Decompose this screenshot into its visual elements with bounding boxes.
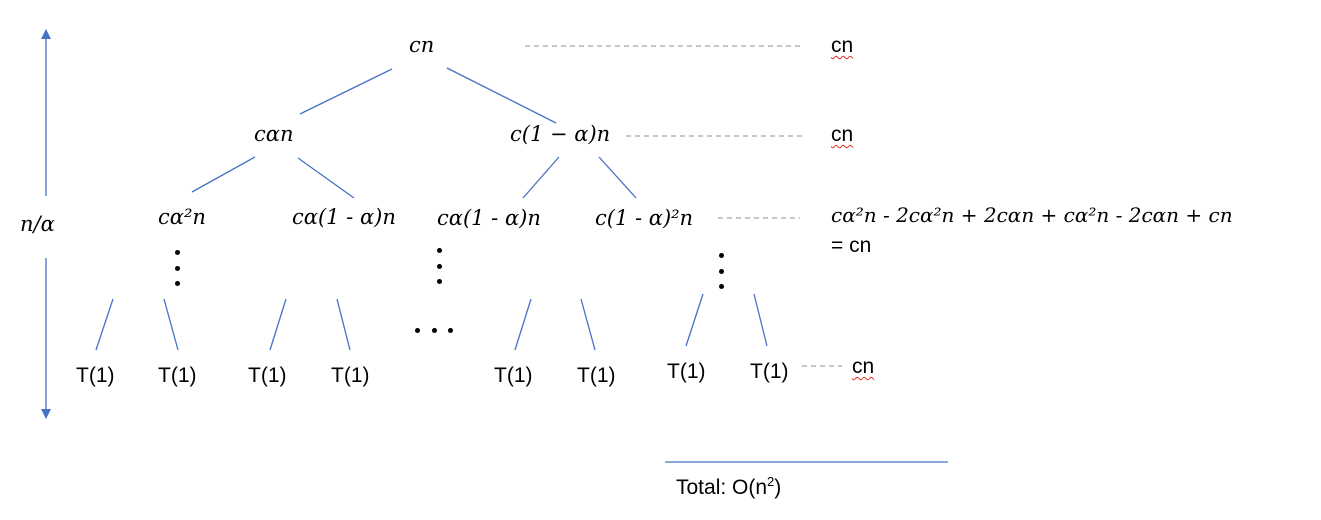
leaf-node: T(1) <box>577 364 616 387</box>
leaf-edge <box>269 298 287 351</box>
vertical-ellipsis-icon <box>174 250 180 286</box>
edge-left-left <box>191 156 256 193</box>
edge-right-right <box>598 156 637 199</box>
leaf-node: T(1) <box>331 364 370 387</box>
total-suffix: ) <box>774 476 782 499</box>
leaf-edge <box>514 298 532 351</box>
level2-sum-expression: cα²n - 2cα²n + 2cαn + cα²n - 2cαn + cn <box>831 203 1233 227</box>
level1-right-node: c(1 − α)n <box>510 122 611 146</box>
leaf-node: T(1) <box>750 360 789 383</box>
leaf-edge <box>685 293 704 347</box>
level1-left-node: cαn <box>254 122 294 146</box>
total-exponent: 2 <box>767 474 775 489</box>
edge-root-right <box>446 67 557 124</box>
level2-node: cα(1 - α)n <box>292 205 396 229</box>
leaves-sum: cn <box>852 355 875 378</box>
leaf-node: T(1) <box>158 364 197 387</box>
level1-sum: cn <box>831 123 854 146</box>
leaf-edge <box>580 298 596 351</box>
edge-root-left <box>299 68 393 115</box>
leaf-edge <box>163 298 179 351</box>
horizontal-ellipsis-icon <box>415 327 453 333</box>
root-node: cn <box>409 33 435 57</box>
level2-node: cα(1 - α)n <box>437 206 541 230</box>
level0-sum: cn <box>831 34 854 57</box>
vertical-ellipsis-icon <box>718 253 724 289</box>
edge-right-left <box>522 156 560 199</box>
tree-height-label: n/α <box>20 212 55 236</box>
level2-node: c(1 - α)²n <box>595 206 694 230</box>
leaf-node: T(1) <box>667 360 706 383</box>
total-label: Total: O(n2) <box>676 474 781 500</box>
level2-sum-result: = cn <box>831 234 871 258</box>
level2-node: cα²n <box>158 205 206 229</box>
leaf-node: T(1) <box>248 364 287 387</box>
leaf-node: T(1) <box>494 364 533 387</box>
vertical-ellipsis-icon <box>436 248 442 284</box>
leaf-edge <box>95 298 114 351</box>
leaf-edge <box>753 293 768 347</box>
leaf-node: T(1) <box>76 364 115 387</box>
level2-sum-result-text: = cn <box>831 234 872 257</box>
total-prefix: Total: O(n <box>676 476 768 499</box>
leaf-edge <box>336 298 351 351</box>
edge-left-right <box>297 157 355 199</box>
